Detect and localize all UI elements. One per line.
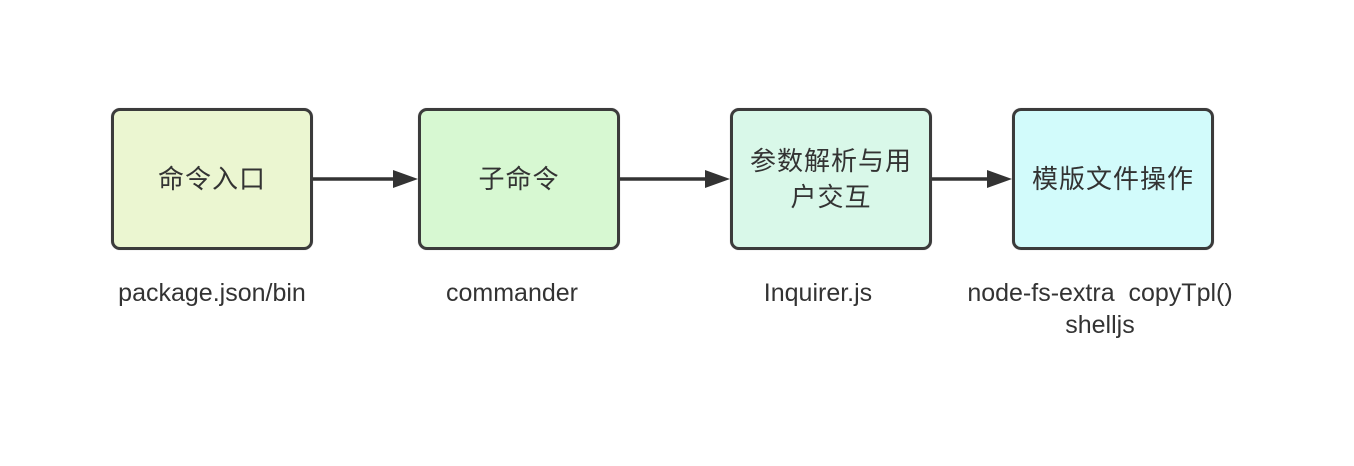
- node-template-file-ops-caption: node-fs-extra copyTpl() shelljs: [967, 279, 1233, 339]
- node-command-entry-title: 命令入口: [157, 164, 266, 194]
- node-command-entry: 命令入口: [111, 108, 313, 250]
- node-template-file-ops: 模版文件操作: [1012, 108, 1214, 250]
- node-arg-parse-interaction-caption: Inquirer.js: [763, 279, 873, 307]
- arrow-subcommand-to-arg-parse: [620, 165, 730, 193]
- node-subcommand-caption: commander: [446, 279, 578, 307]
- node-subcommand-title: 子命令: [478, 164, 560, 194]
- node-subcommand: 子命令: [418, 108, 620, 250]
- arrow-command-entry-to-subcommand: [313, 165, 418, 193]
- arrow-arg-parse-to-template-ops: [932, 165, 1012, 193]
- node-arg-parse-interaction: 参数解析与用户交互: [730, 108, 932, 250]
- node-arg-parse-interaction-title: 参数解析与用户交互: [749, 146, 912, 212]
- node-command-entry-caption: package.json/bin: [118, 279, 306, 307]
- node-template-file-ops-title: 模版文件操作: [1031, 164, 1194, 194]
